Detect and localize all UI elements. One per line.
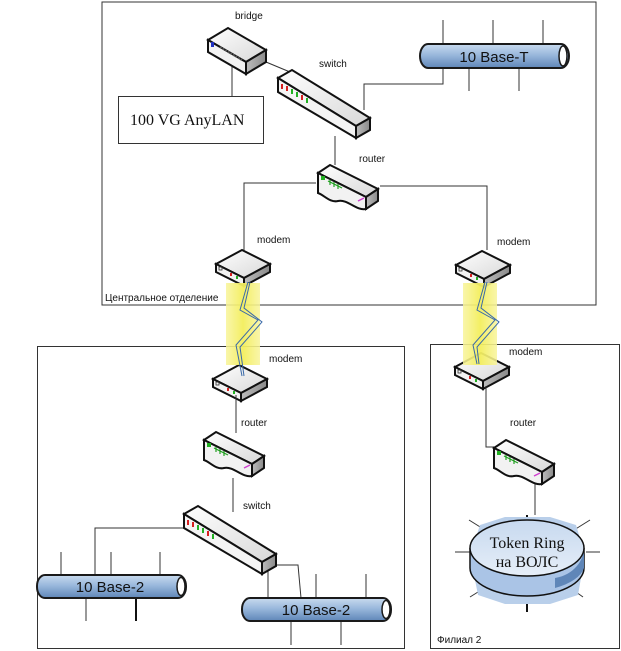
zone-central bbox=[101, 1, 597, 306]
anylan-label: 100 VG AnyLAN bbox=[130, 112, 245, 129]
zone-central-label: Центральное отделение bbox=[105, 293, 219, 304]
router-branch2-label: router bbox=[510, 418, 537, 429]
bus-10-base-2-left: 10 Base-2 bbox=[36, 574, 187, 599]
modem-central-right-device bbox=[453, 249, 513, 289]
anylan-network-box bbox=[118, 96, 264, 144]
wire-router-modem-left bbox=[243, 182, 316, 250]
wire-switch-bus-left bbox=[94, 527, 190, 575]
wire-bridge-switch bbox=[265, 61, 291, 73]
modem-central-right-label: modem bbox=[497, 237, 530, 248]
switch-central-label: switch bbox=[319, 59, 347, 70]
token-ring-label-line1: Token Ring bbox=[490, 535, 565, 552]
bus-10-base-t-label: 10 Base-T bbox=[459, 49, 528, 66]
modem-central-left-device bbox=[213, 248, 273, 288]
bus-10-base-t: 10 Base-T bbox=[419, 43, 570, 69]
router-branch1-label: router bbox=[241, 418, 268, 429]
wireless-link-right bbox=[463, 281, 500, 365]
bus-10-base-2-right: 10 Base-2 bbox=[241, 597, 392, 622]
wire-switch-bus-right-b bbox=[277, 564, 302, 599]
bridge-device bbox=[206, 26, 268, 76]
bus-right-label: 10 Base-2 bbox=[282, 602, 350, 619]
switch-central-device bbox=[276, 68, 372, 140]
zone-branch2-label: Филиал 2 bbox=[437, 635, 482, 646]
router-branch2-device bbox=[492, 438, 556, 486]
switch-branch1-device bbox=[182, 504, 278, 576]
zone-branch-1 bbox=[37, 346, 405, 649]
modem-branch1-label: modem bbox=[269, 354, 302, 365]
router-central-device bbox=[316, 163, 380, 211]
modem-branch2-label: modem bbox=[509, 347, 542, 358]
router-branch1-device bbox=[202, 430, 266, 478]
token-ring-network: Token Ring на ВОЛС bbox=[455, 515, 600, 612]
wire-modem-router-b2 bbox=[485, 386, 498, 448]
bus-left-label: 10 Base-2 bbox=[76, 579, 144, 596]
wire-router-modem-right bbox=[380, 185, 488, 250]
switch-leds bbox=[281, 84, 308, 103]
zone-branch-2 bbox=[430, 344, 620, 649]
bridge-label: bridge bbox=[235, 11, 263, 22]
router-central-label: router bbox=[359, 154, 386, 165]
modem-branch1-device bbox=[210, 363, 270, 403]
wire-switch-baset bbox=[363, 68, 444, 110]
wireless-link-left bbox=[226, 281, 263, 377]
token-ring-label-line2: на ВОЛС bbox=[496, 554, 559, 571]
switch-branch1-label: switch bbox=[243, 501, 271, 512]
modem-central-left-label: modem bbox=[257, 235, 290, 246]
